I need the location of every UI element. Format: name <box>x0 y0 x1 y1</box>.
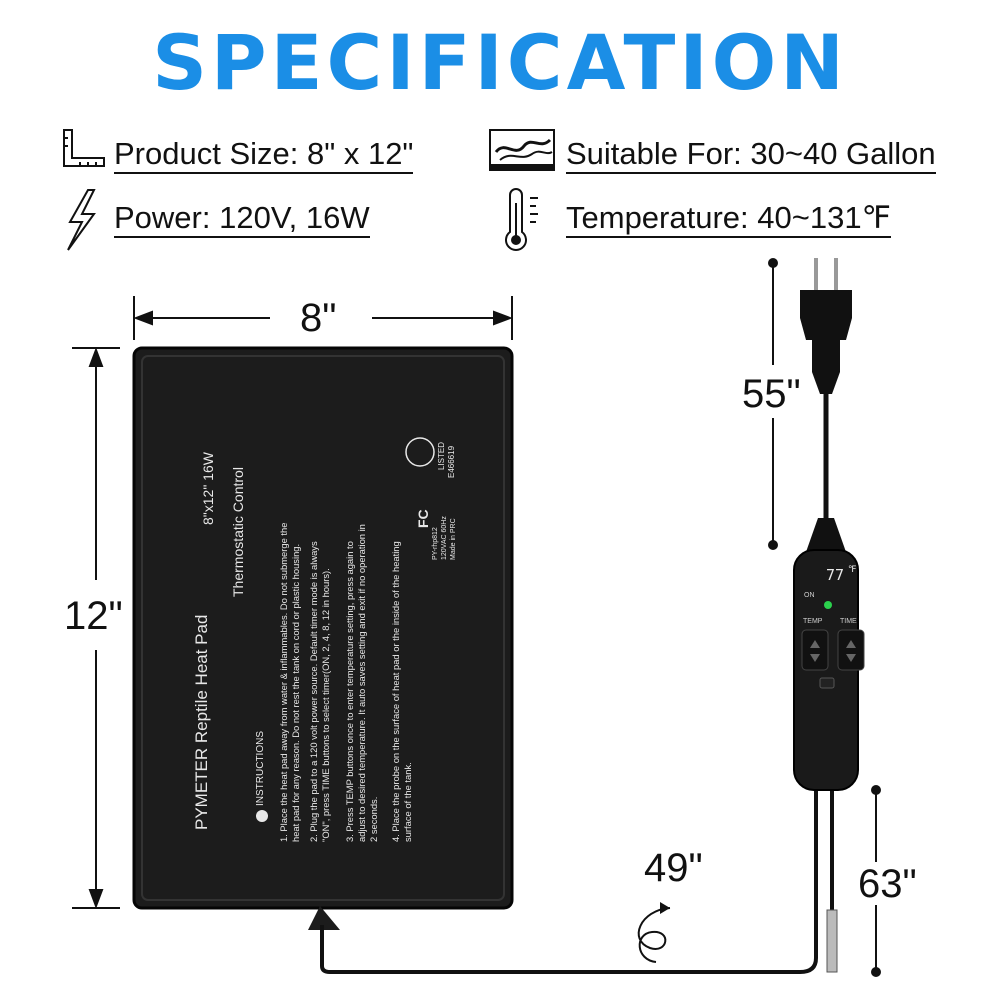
controller-unit: ℉ <box>848 564 857 574</box>
ul-mark-icon <box>405 437 435 467</box>
probe-cord-length-label: 63" <box>858 862 917 906</box>
width-label: 8" <box>300 296 337 340</box>
power-cord-dimension <box>768 258 778 550</box>
pad-cable <box>320 790 818 974</box>
ruler-corner-icon <box>63 129 105 167</box>
spec-product-size-text: Product Size: 8" x 12" <box>114 136 414 174</box>
pad-size-power: 8"x12" 16W <box>200 452 216 525</box>
pad-instruction-line: 1. Place the heat pad away from water & … <box>278 522 289 842</box>
svg-text:FC: FC <box>415 509 431 528</box>
reptile-icon <box>489 129 555 171</box>
spec-temperature-text: Temperature: 40~131℉ <box>566 200 892 238</box>
spec-power: Power: 120V, 16W <box>114 200 370 238</box>
power-plug <box>800 258 852 394</box>
pad-cert-listed: LISTED <box>437 441 446 470</box>
fc-mark-icon: FC <box>415 509 431 528</box>
controller-on-label: ON <box>804 592 815 599</box>
spec-power-text: Power: 120V, 16W <box>114 200 370 238</box>
power-cord-length-label: 55" <box>742 372 801 416</box>
page-title: SPECIFICATION <box>152 18 848 107</box>
pad-model-line: 120VAC 60Hz <box>441 516 448 560</box>
temperature-probe <box>826 909 838 973</box>
pad-instruction-line: "ON", press TIME buttons to select timer… <box>320 568 331 842</box>
spec-product-size: Product Size: 8" x 12" <box>114 136 414 174</box>
spec-temperature: Temperature: 40~131℉ <box>566 200 892 238</box>
height-label: 12" <box>64 594 123 638</box>
probe-cord-dimension <box>871 785 881 977</box>
info-icon <box>256 810 268 822</box>
pad-instruction-line: 4. Place the probe on the surface of hea… <box>390 541 401 842</box>
pad-instruction-line: 2. Plug the pad to a 120 volt power sour… <box>308 541 319 842</box>
controller-display: 77 <box>826 566 845 584</box>
pad-instruction-line: adjust to desired temperature. It auto s… <box>356 524 367 842</box>
heat-pad <box>132 346 514 930</box>
pad-instruction-line: surface of the tank. <box>402 762 413 842</box>
thermostat-controller <box>793 549 865 791</box>
pad-instruction-line: 3. Press TEMP buttons once to enter temp… <box>344 541 355 842</box>
pad-model-line: Made in PRC <box>450 518 457 560</box>
pad-instructions-heading: INSTRUCTIONS <box>255 731 266 806</box>
width-dimension-arrow <box>133 296 513 340</box>
controller-temp-label: TEMP <box>803 618 823 625</box>
spec-suitable-for-text: Suitable For: 30~40 Gallon <box>566 136 936 174</box>
thermometer-icon <box>505 188 538 251</box>
pad-instruction-line: 2 seconds. <box>368 796 379 842</box>
pad-instruction-line: heat pad for any reason. Do not rest the… <box>290 543 301 842</box>
pad-model-line: PY-rhp812 <box>432 527 439 560</box>
controller-time-label: TIME <box>840 618 857 625</box>
lightning-bolt-icon <box>67 189 96 251</box>
spec-suitable-for: Suitable For: 30~40 Gallon <box>566 136 936 174</box>
pad-brand-title: PYMETER Reptile Heat Pad <box>192 614 211 830</box>
pad-cert-number: E466619 <box>447 445 456 478</box>
pad-cord-length-label: 49" <box>644 846 703 890</box>
coil-arrow-icon <box>637 907 671 963</box>
pad-subtitle: Thermostatic Control <box>230 467 246 597</box>
height-dimension-arrow <box>72 347 120 909</box>
